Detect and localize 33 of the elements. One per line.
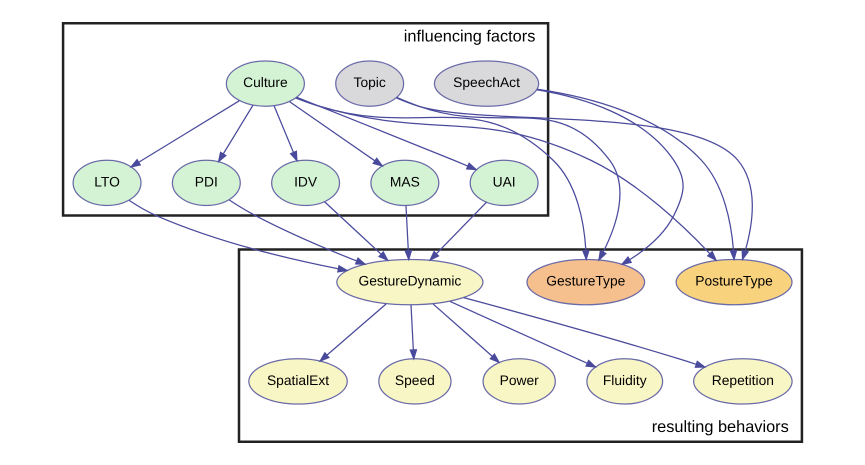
arrow bbox=[396, 97, 753, 262]
arrow bbox=[428, 202, 487, 262]
arrow bbox=[318, 303, 387, 362]
arrow bbox=[409, 304, 418, 361]
node-ellipse: PostureType bbox=[676, 258, 793, 306]
arrow bbox=[218, 105, 254, 164]
node-ellipse: Topic bbox=[335, 60, 404, 107]
arrow bbox=[274, 106, 298, 162]
node-ellipse: SpeechAct bbox=[434, 60, 540, 107]
arrow bbox=[464, 297, 706, 368]
arrow bbox=[537, 88, 738, 262]
node-ellipse: PDI bbox=[172, 160, 241, 206]
arrow bbox=[130, 100, 240, 168]
node-ellipse: Culture bbox=[226, 60, 306, 107]
arrow bbox=[396, 96, 620, 262]
arrow bbox=[450, 300, 598, 368]
arrow bbox=[128, 200, 349, 273]
arrow bbox=[289, 101, 384, 167]
arrow bbox=[228, 199, 367, 265]
arrow bbox=[404, 206, 412, 262]
node-ellipse: GestureType bbox=[526, 258, 646, 306]
arrow bbox=[536, 89, 684, 266]
arrow bbox=[296, 97, 590, 262]
arrow bbox=[432, 303, 500, 364]
node-ellipse: UAI bbox=[470, 160, 539, 206]
node-ellipse: Power bbox=[482, 358, 556, 405]
node-ellipse: SpatialExt bbox=[248, 358, 348, 405]
node-ellipse: IDV bbox=[271, 160, 340, 206]
arrow bbox=[324, 201, 389, 262]
node-ellipse: Speed bbox=[378, 358, 452, 405]
node-ellipse: MAS bbox=[370, 160, 440, 206]
arrow bbox=[296, 97, 718, 262]
arrow bbox=[296, 96, 478, 170]
